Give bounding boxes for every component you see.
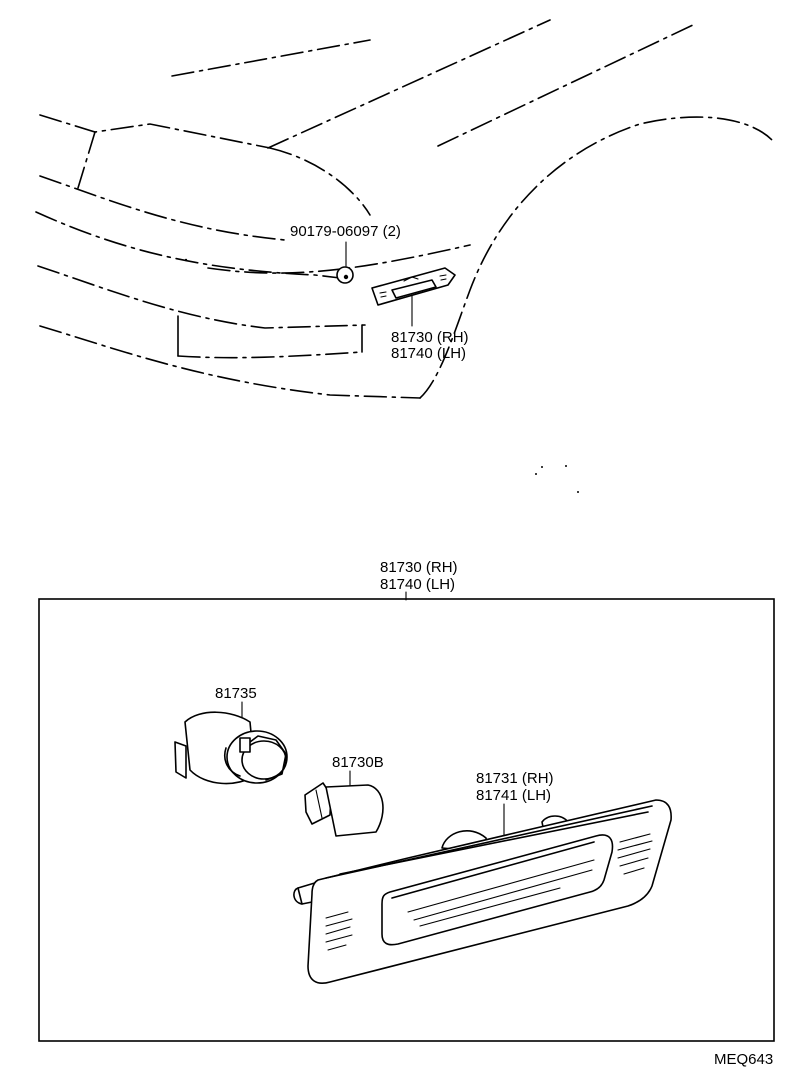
- assembly-rh-label: 81730 (RH): [380, 559, 458, 576]
- scan-specks: [184, 258, 579, 493]
- side-marker-rh-label: 81730 (RH): [391, 329, 469, 346]
- socket-part-label: 81735: [215, 685, 257, 702]
- bulb-part-label: 81730B: [332, 754, 384, 771]
- wedge-bulb: 81730B: [304, 754, 384, 837]
- installed-side-marker: [371, 267, 456, 327]
- bulb-socket: 81735: [174, 685, 288, 785]
- vehicle-outline: [35, 19, 773, 399]
- lens-housing: 81731 (RH) 81741 (LH): [293, 770, 672, 984]
- clip-part-label: 90179-06097 (2): [290, 223, 401, 240]
- lens-lh-label: 81741 (LH): [476, 787, 551, 804]
- assembly-frame: [38, 598, 775, 1042]
- drawing-code: MEQ643: [714, 1051, 773, 1068]
- side-marker-lh-label: 81740 (LH): [391, 345, 466, 362]
- lens-rh-label: 81731 (RH): [476, 770, 554, 787]
- clip-nut: [336, 241, 354, 284]
- assembly-lh-label: 81740 (LH): [380, 576, 455, 593]
